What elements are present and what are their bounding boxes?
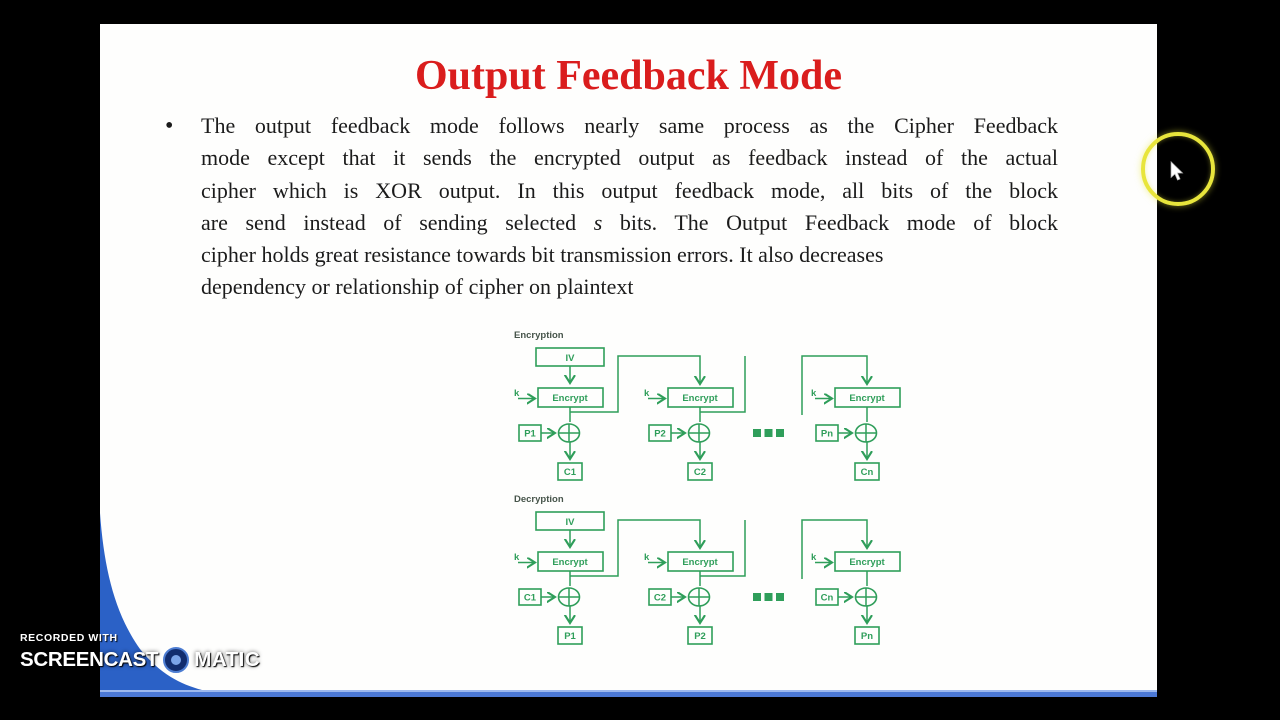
bullet-item: • The output feedback mode follows nearl… bbox=[160, 110, 1058, 304]
diagram-text: Cn bbox=[861, 467, 874, 478]
brand-matic-label: MATIC bbox=[194, 648, 261, 671]
slide-bottom-accent-line bbox=[100, 690, 1157, 697]
diagram-text: C2 bbox=[654, 593, 666, 604]
connector-line bbox=[700, 356, 746, 413]
diagram-text: k bbox=[811, 552, 817, 563]
screencast-o-matic-logo: SCREENCAST MATIC bbox=[20, 647, 260, 673]
output-box bbox=[557, 626, 583, 645]
body-text-line: mode except that it sends the encrypted … bbox=[201, 145, 1058, 171]
italic-s-variable: s bbox=[593, 209, 603, 235]
ellipsis-dot bbox=[764, 429, 773, 437]
diagram-text: IV bbox=[566, 517, 576, 528]
ellipsis-dot bbox=[764, 593, 773, 601]
body-text-line: are send instead of sending selected s b… bbox=[201, 207, 1058, 239]
diagram-text: Pn bbox=[821, 429, 833, 440]
diagram-text: Cn bbox=[821, 593, 834, 604]
body-text-line: The output feedback mode follows nearly … bbox=[201, 113, 1058, 138]
body-paragraph: The output feedback mode follows nearly … bbox=[201, 110, 1058, 304]
output-box bbox=[854, 462, 880, 481]
diagram-text: Encrypt bbox=[552, 557, 588, 568]
output-box bbox=[854, 626, 880, 645]
arrow-pointer-icon bbox=[1170, 161, 1184, 181]
diagram-text: P1 bbox=[524, 429, 536, 440]
diagram-text: k bbox=[811, 388, 817, 399]
diagram-text: P2 bbox=[654, 429, 666, 440]
ofb-block-diagram: EncryptionIVEncryptkP1C1EncryptkP2C2Encr… bbox=[514, 330, 901, 645]
ellipsis-dot bbox=[753, 593, 761, 601]
ellipsis-dot bbox=[753, 429, 761, 437]
diagram-text: Encryption bbox=[514, 330, 564, 341]
connector-line bbox=[700, 520, 746, 577]
connector-line bbox=[801, 519, 867, 579]
output-box bbox=[687, 626, 713, 645]
diagram-text: P2 bbox=[694, 631, 706, 642]
brand-screencast-label: SCREENCAST bbox=[20, 648, 159, 671]
diagram-text: C2 bbox=[694, 467, 706, 478]
cursor-highlight-ring bbox=[1141, 132, 1215, 206]
body-text-line: cipher holds great resistance towards bi… bbox=[201, 242, 884, 268]
connector-line bbox=[570, 519, 700, 577]
diagram-text: Encrypt bbox=[849, 393, 885, 404]
output-box bbox=[687, 462, 713, 481]
diagram-text: k bbox=[644, 552, 650, 563]
body-text-line: cipher which is XOR output. In this outp… bbox=[201, 177, 1058, 203]
logo-center-dot bbox=[171, 655, 182, 665]
diagram-text: IV bbox=[566, 353, 576, 364]
ellipsis-dot bbox=[776, 593, 784, 601]
diagram-text: P1 bbox=[564, 631, 576, 642]
diagram-text: Encrypt bbox=[682, 557, 718, 568]
diagram-text: Encrypt bbox=[682, 393, 718, 404]
diagram-text: Encrypt bbox=[552, 393, 588, 404]
bullet-marker: • bbox=[165, 113, 174, 139]
screencast-watermark: RECORDED WITH SCREENCAST MATIC bbox=[20, 632, 260, 673]
body-text-segment: bits. The Output Feedback mode of block bbox=[602, 209, 1059, 235]
diagram-text: k bbox=[514, 552, 520, 563]
recorded-with-label: RECORDED WITH bbox=[20, 632, 118, 644]
connector-line bbox=[570, 355, 700, 413]
diagram-text: C1 bbox=[564, 467, 577, 478]
connector-line bbox=[801, 355, 867, 415]
diagram-text: k bbox=[644, 388, 650, 399]
body-text-line: dependency or relationship of cipher on … bbox=[201, 274, 634, 300]
slide-title: Output Feedback Mode bbox=[414, 53, 842, 99]
diagram-text: C1 bbox=[524, 593, 537, 604]
screencast-o-matic-ring-icon bbox=[163, 647, 190, 673]
diagram-text: Pn bbox=[861, 631, 873, 642]
body-text-segment: are send instead of sending selected bbox=[201, 209, 594, 235]
diagram-text: Decryption bbox=[514, 494, 564, 505]
output-box bbox=[557, 462, 583, 481]
diagram-text: Encrypt bbox=[849, 557, 885, 568]
ellipsis-dot bbox=[776, 429, 784, 437]
slide: Output Feedback Mode • The output feedba… bbox=[100, 24, 1157, 690]
diagram-text: k bbox=[514, 388, 520, 399]
